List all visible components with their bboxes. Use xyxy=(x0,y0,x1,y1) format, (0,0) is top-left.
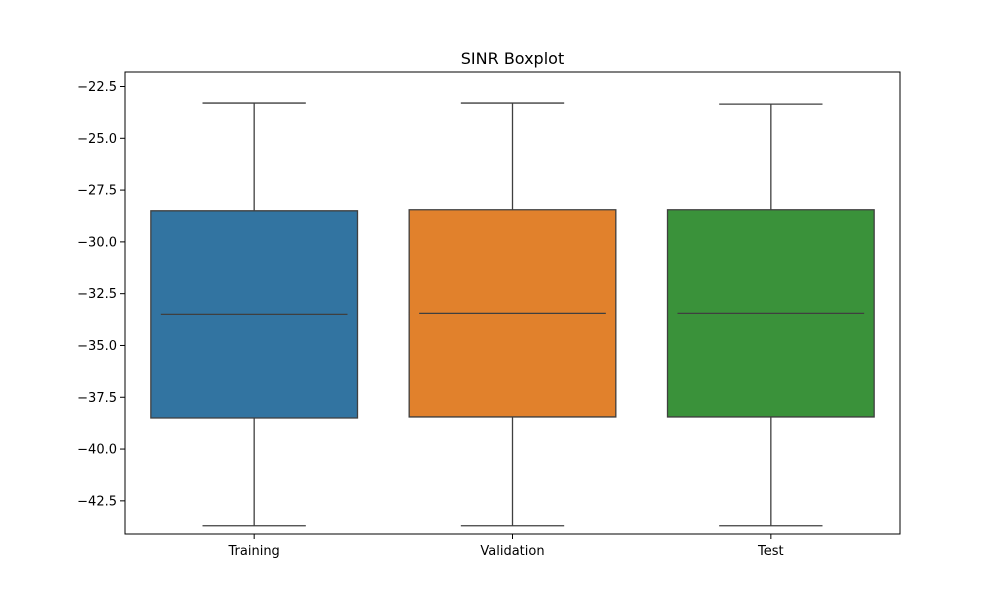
y-tick-label: −30.0 xyxy=(77,235,117,250)
plot-area xyxy=(150,102,875,527)
y-tick-label: −42.5 xyxy=(77,494,117,509)
x-tick-label: Test xyxy=(757,544,784,559)
x-tick-label: Validation xyxy=(480,544,544,559)
y-tick-label: −40.0 xyxy=(77,443,117,458)
y-tick-label: −32.5 xyxy=(77,287,117,302)
y-tick-label: −37.5 xyxy=(77,391,117,406)
box-validation xyxy=(408,102,617,527)
box-test xyxy=(666,103,875,527)
y-tick-label: −22.5 xyxy=(77,80,117,95)
box-training xyxy=(150,102,359,527)
y-tick-label: −25.0 xyxy=(77,132,117,147)
y-tick-label: −27.5 xyxy=(77,184,117,199)
x-axis: Training Validation Test xyxy=(228,534,784,559)
y-tick-label: −35.0 xyxy=(77,339,117,354)
y-axis: −22.5 −25.0 −27.5 −30.0 −32.5 −35.0 −37.5 −40.0… xyxy=(77,80,125,509)
chart-title: SINR Boxplot xyxy=(461,49,564,68)
x-tick-label: Training xyxy=(228,544,280,559)
